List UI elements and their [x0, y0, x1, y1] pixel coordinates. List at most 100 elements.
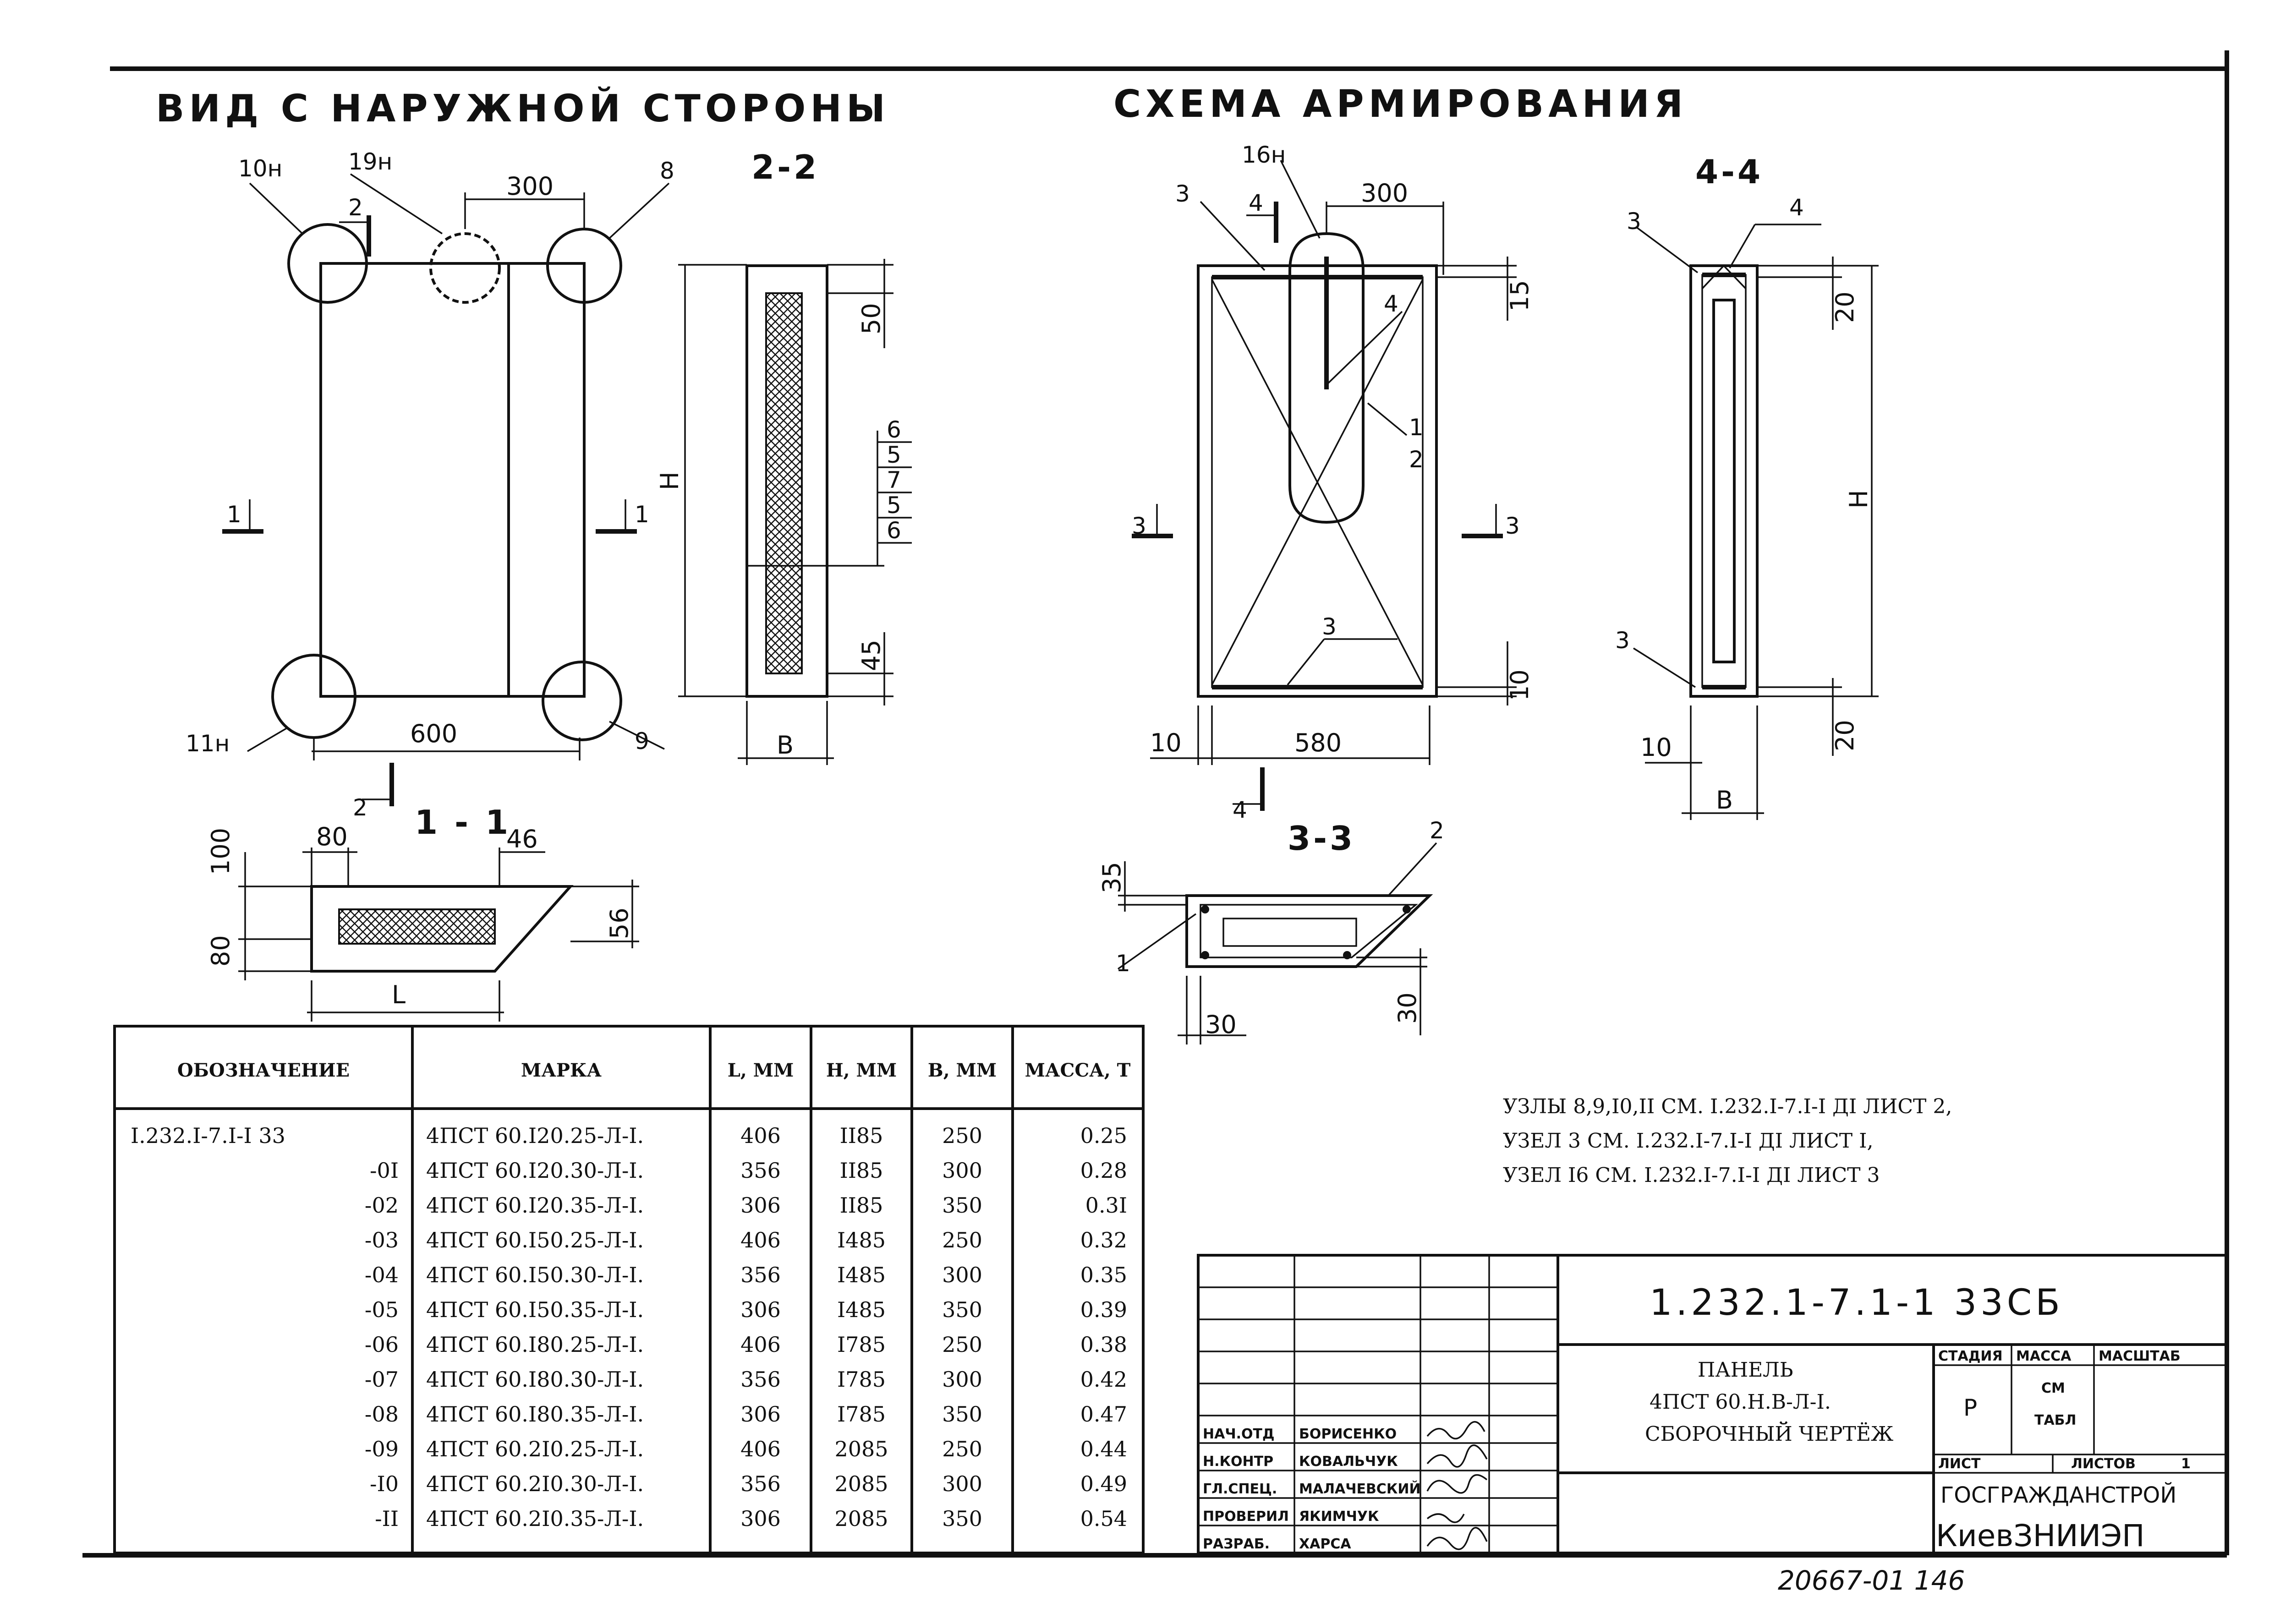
table-cell-r9-c0: -09 — [365, 1437, 399, 1461]
table-cell-r4-c4: 300 — [942, 1263, 982, 1287]
table-cell-r6-c2: 406 — [740, 1332, 781, 1357]
dim-80-1-1: 80 — [316, 822, 348, 851]
dim-100-1-1: 100 — [206, 828, 235, 875]
spec-table-grid — [113, 1025, 1145, 1554]
table-cell-r10-c2: 356 — [740, 1471, 781, 1496]
dim-30-3-3-right: 30 — [1393, 992, 1422, 1024]
dim-80b-1-1: 80 — [206, 935, 235, 967]
table-cell-r0-c2: 406 — [740, 1123, 781, 1148]
cut-2-top-label: 2 — [348, 194, 363, 221]
layer-label-5: 6 — [887, 517, 901, 544]
callout-11n: 11н — [186, 730, 230, 757]
table-cell-r4-c5: 0.35 — [1080, 1263, 1127, 1287]
callout-3-reinf-top: 3 — [1175, 180, 1190, 207]
dim-10-4-4: 10 — [1640, 733, 1672, 762]
name-4: ЯКИМЧУК — [1299, 1509, 1379, 1525]
table-cell-r4-c2: 356 — [740, 1263, 781, 1287]
name-2: КОВАЛЬЧУК — [1299, 1454, 1398, 1470]
table-cell-r0-c4: 250 — [942, 1123, 982, 1148]
table-cell-r5-c5: 0.39 — [1080, 1297, 1127, 1322]
table-cell-r7-c2: 356 — [740, 1367, 781, 1392]
dim-B-4-4: В — [1716, 786, 1733, 815]
section-1-1-title: 1 - 1 — [415, 803, 511, 842]
sheets-value: 1 — [2181, 1456, 2191, 1472]
callout-8: 8 — [660, 158, 674, 184]
table-cell-r11-c0: -II — [375, 1506, 399, 1531]
sheets-label: ЛИСТОВ — [2071, 1456, 2136, 1472]
table-cell-r4-c3: I485 — [837, 1263, 886, 1287]
table-cell-r6-c0: -06 — [365, 1332, 399, 1357]
dim-35-3-3: 35 — [1097, 862, 1126, 893]
table-cell-r2-c3: II85 — [840, 1193, 883, 1218]
callout-16n: 16н — [1242, 142, 1286, 168]
table-cell-r8-c3: I785 — [837, 1402, 886, 1427]
name-1: БОРИСЕНКО — [1299, 1426, 1397, 1442]
table-cell-r5-c0: -05 — [365, 1297, 399, 1322]
table-cell-r2-c4: 350 — [942, 1193, 982, 1218]
desc-line-2: 4ПСТ 60.Н.В-Л-I. — [1650, 1390, 1831, 1414]
table-cell-r11-c2: 306 — [740, 1506, 781, 1531]
note-line-2: УЗЕЛ 3 СМ. I.232.I-7.I-I ДI ЛИСТ I, — [1503, 1129, 1873, 1153]
table-cell-r4-c1: 4ПСТ 60.I50.30-Л-I. — [426, 1263, 644, 1287]
table-cell-r8-c0: -08 — [365, 1402, 399, 1427]
table-cell-r9-c1: 4ПСТ 60.2I0.25-Л-I. — [426, 1437, 644, 1461]
notes: УЗЛЫ 8,9,I0,II СМ. I.232.I-7.I-I ДI ЛИСТ… — [1503, 1095, 1952, 1187]
stage-label: СТАДИЯ — [1938, 1348, 2003, 1364]
table-cell-r0-c3: II85 — [840, 1123, 883, 1148]
callout-10n: 10н — [238, 155, 282, 182]
callout-1-3-3: 1 — [1116, 950, 1130, 977]
callout-4-4-4: 4 — [1789, 194, 1804, 221]
dim-10-reinf-right: 10 — [1505, 669, 1534, 701]
callout-3-4-4-bottom: 3 — [1615, 627, 1630, 654]
layer-label-4: 5 — [887, 492, 901, 519]
cut-3-right-label: 3 — [1505, 513, 1520, 539]
cut-1-right-label: 1 — [635, 501, 649, 528]
callout-2-3-3: 2 — [1430, 817, 1444, 844]
table-cell-r0-c5: 0.25 — [1080, 1123, 1127, 1148]
callout-2-reinf: 2 — [1409, 446, 1424, 473]
drawing-code: 1.232.1-7.1-1 33СБ — [1650, 1282, 2064, 1323]
reinforcement-view — [1132, 160, 1517, 811]
table-header-2: L, ММ — [728, 1060, 794, 1081]
dim-300-outer: 300 — [506, 172, 554, 201]
callout-3-4-4-top: 3 — [1627, 208, 1641, 235]
callout-1-reinf: 1 — [1409, 414, 1424, 441]
dim-20-4-4-top: 20 — [1831, 291, 1859, 323]
section-2-2-view — [678, 259, 912, 765]
table-cell-r5-c4: 350 — [942, 1297, 982, 1322]
table-cell-r0-c0: I.232.I-7.I-I 33 — [131, 1123, 285, 1148]
outer-side-title: ВИД С НАРУЖНОЙ СТОРОНЫ — [156, 87, 890, 131]
table-cell-r11-c3: 2085 — [834, 1506, 888, 1531]
role-5: РАЗРАБ. — [1203, 1536, 1270, 1552]
layer-label-3: 7 — [887, 467, 901, 493]
table-header-1: МАРКА — [521, 1060, 602, 1081]
table-cell-r9-c3: 2085 — [834, 1437, 888, 1461]
dim-46-1-1: 46 — [506, 825, 538, 853]
role-1: НАЧ.ОТД — [1203, 1426, 1275, 1442]
dim-56-1-1: 56 — [605, 908, 634, 939]
table-cell-r3-c0: -03 — [365, 1228, 399, 1252]
table-header-3: Н, ММ — [826, 1060, 897, 1081]
table-cell-r1-c2: 356 — [740, 1158, 781, 1183]
table-cell-r9-c5: 0.44 — [1080, 1437, 1127, 1461]
desc-line-1: ПАНЕЛЬ — [1698, 1358, 1793, 1382]
name-5: ХАРСА — [1299, 1536, 1351, 1552]
stage-value: Р — [1963, 1394, 1977, 1421]
table-cell-r10-c0: -I0 — [370, 1471, 399, 1496]
dim-10-reinf-left: 10 — [1150, 728, 1182, 757]
callout-3-reinf-bottom: 3 — [1322, 613, 1337, 640]
table-cell-r5-c1: 4ПСТ 60.I50.35-Л-I. — [426, 1297, 644, 1322]
role-3: ГЛ.СПЕЦ. — [1203, 1481, 1277, 1497]
table-cell-r10-c5: 0.49 — [1080, 1471, 1127, 1496]
table-cell-r7-c0: -07 — [365, 1367, 399, 1392]
mass-value-1: СМ — [2041, 1380, 2065, 1396]
cut-4-bottom-label: 4 — [1233, 797, 1247, 823]
table-cell-r1-c0: -0I — [370, 1158, 399, 1183]
table-cell-r10-c1: 4ПСТ 60.2I0.30-Л-I. — [426, 1471, 644, 1496]
cut-1-left-label: 1 — [227, 501, 241, 528]
layer-label-1: 6 — [887, 416, 901, 443]
dim-20-4-4-bottom: 20 — [1831, 720, 1859, 751]
title-block-grid — [1197, 1254, 2228, 1554]
table-cell-r10-c4: 300 — [942, 1471, 982, 1496]
